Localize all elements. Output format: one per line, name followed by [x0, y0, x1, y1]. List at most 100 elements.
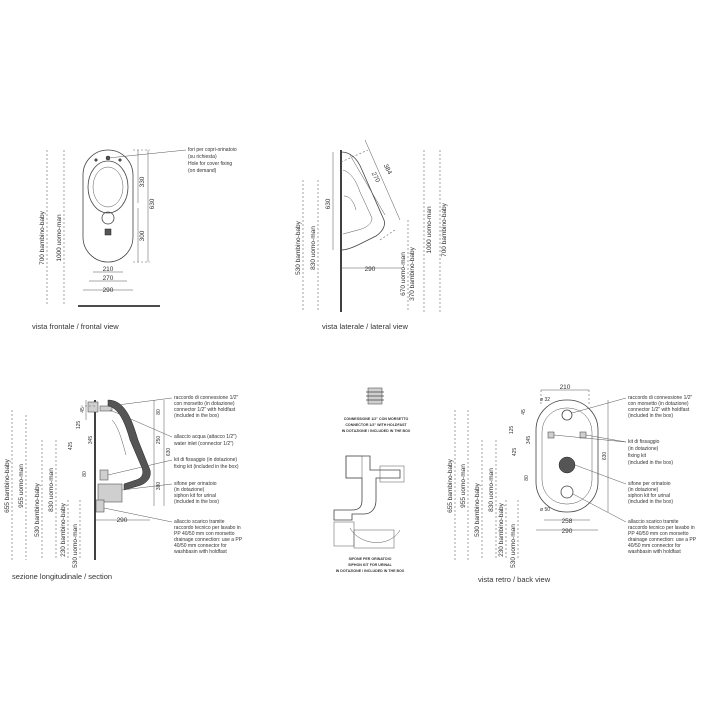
note-back-drain-5: 40/50 mm connector for: [628, 543, 681, 549]
dim-630: 630: [149, 198, 156, 209]
dim-230-baby-back: 230 bambino-baby: [498, 502, 505, 557]
drain-icon: [101, 211, 115, 225]
dim-290-side: 290: [365, 266, 376, 273]
note-back-fixing-4: (included in the box): [628, 460, 673, 466]
urinal-profile-side: [340, 151, 385, 251]
dim-380-section: 380: [156, 482, 162, 491]
note-back-fixing-2: (in dotazione): [628, 446, 659, 452]
connector-label-1: CONNESSIONE 1/2" CON MORSETTO: [344, 417, 409, 421]
dim-830-man-section: 830 uomo-man: [48, 468, 55, 512]
dim-425-back: 425: [512, 448, 518, 457]
note-back-drain-6: washbasin with holdfast: [628, 549, 681, 555]
note-back-fixing-3: fixing kit: [628, 453, 647, 459]
dim-530-baby-side: 530 bambino-baby: [295, 220, 302, 275]
siphon-label-2: SIPHON KIT FOR URINAL: [348, 563, 393, 567]
note-connector-2: con morsetto (in dotazione): [174, 401, 235, 407]
note-connector-4: (included in the box): [174, 413, 219, 419]
note-fixing-2: fixing kit (included in the box): [174, 464, 239, 470]
back-view: 210 ø 32 ø 50 258 290 630 45 125 345 425…: [447, 384, 697, 584]
dim-45-section: 45: [80, 407, 86, 413]
dim-50-back: ø 50: [540, 507, 550, 513]
dim-700-baby-side: 700 bambino-baby: [441, 202, 448, 257]
dim-125-back: 125: [509, 426, 515, 435]
fixing-kit-section: [99, 469, 109, 481]
note-connector-3: connector 1/2" with holdfast: [174, 407, 236, 413]
caption-frontal: vista frontale / frontal view: [32, 322, 119, 331]
dim-290-section: 290: [117, 517, 128, 524]
dim-384: 384: [382, 163, 393, 176]
fixing-point: [104, 228, 112, 236]
dim-345-back: 345: [526, 436, 532, 445]
dim-370-baby: 370 bambino-baby: [409, 246, 416, 301]
dim-210: 210: [103, 266, 114, 273]
fixing-left: [547, 431, 555, 439]
note-back-connector-1: raccordo di connessione 1/2": [628, 395, 693, 401]
note-back-drain-4: drainage connection: use a PP: [628, 537, 697, 543]
caption-section: sezione longitudinale / section: [12, 572, 112, 581]
dim-230-baby-section: 230 bambino-baby: [60, 502, 67, 557]
dim-80a-section: 80: [156, 409, 162, 415]
note-back-siphon-1: sifone per orinatoio: [628, 481, 671, 487]
dim-655-baby-section: 655 bambino-baby: [4, 458, 11, 513]
note-back-connector-2: con morsetto (in dotazione): [628, 401, 689, 407]
dim-125-section: 125: [76, 421, 82, 430]
note-back-drain-2: raccordo tecnico per lavabo in: [628, 525, 695, 531]
water-connector: [87, 401, 99, 413]
dim-345-section: 345: [88, 436, 94, 445]
dim-670-man: 670 uomo-man: [400, 252, 407, 296]
fixing-right: [579, 431, 587, 439]
siphon-section: [97, 483, 123, 503]
caption-back: vista retro / back view: [478, 575, 551, 584]
siphon-detail: [333, 455, 401, 521]
siphon-label-3: IN DOTAZIONE / INCLUDED IN THE BOX: [336, 569, 405, 573]
dim-80b-section: 80: [82, 471, 88, 477]
dim-210-back: 210: [560, 384, 571, 391]
section-view: 45 80 125 250 345 630 425 80 380 290 655…: [4, 395, 243, 581]
dim-1000-man-side: 1000 uomo-man: [426, 206, 433, 254]
dim-530-baby-section: 530 bambino-baby: [34, 482, 41, 537]
note-holes-1: fori per copri-orinatoio: [188, 147, 237, 153]
note-connector-1: raccordo di connessione 1/2": [174, 395, 239, 401]
note-siphon-2: (in dotazione): [174, 487, 205, 493]
urinal-section-wall: [107, 399, 151, 491]
drain-50-hole: [560, 485, 574, 499]
note-drain-4: drainage connection: use a PP: [174, 537, 243, 543]
urinal-body-back: [535, 399, 599, 513]
note-back-siphon-4: (included in the box): [628, 499, 673, 505]
note-back-connector-4: (included in the box): [628, 413, 673, 419]
dim-700-baby: 700 bambino-baby: [39, 210, 46, 265]
dim-530-man-section: 530 uomo-man: [72, 524, 79, 568]
dim-830-man-side: 830 uomo-man: [310, 226, 317, 270]
note-holes-3: Hole for cover fixing: [188, 161, 232, 167]
connector-label-3: IN DOTAZIONE / INCLUDED IN THE BOX: [342, 429, 411, 433]
note-fixing-1: kit di fissaggio (in dotazione): [174, 457, 237, 463]
dim-530-man-back: 530 uomo-man: [510, 524, 517, 568]
dim-270-side: 270: [370, 171, 381, 184]
note-drain-2: raccordo tecnico per lavabo in: [174, 525, 241, 531]
note-back-drain-3: PP 40/50 mm con morsetto: [628, 531, 689, 537]
siphon-label-1: SIFONE PER ORINATOIO: [349, 557, 392, 561]
note-holes-4: (on demand): [188, 168, 217, 174]
note-drain-5: 40/50 mm connector for: [174, 543, 227, 549]
dim-80-back: 80: [524, 475, 530, 481]
lateral-view: 384 270 630 290 530 bambino-baby 830 uom…: [295, 139, 448, 331]
dim-530-baby-back: 530 bambino-baby: [474, 482, 481, 537]
note-back-fixing-1: kit di fissaggio: [628, 439, 660, 445]
urinal-bowl-front: [87, 160, 129, 214]
urinal-body-front: [82, 149, 134, 263]
dim-630-section: 630: [166, 448, 172, 457]
dim-630-back: 630: [602, 452, 608, 461]
note-back-connector-3: connector 1/2" with holdfast: [628, 407, 690, 413]
note-back-siphon-2: (in dotazione): [628, 487, 659, 493]
note-inlet-1: allaccio acqua (attacco 1/2"): [174, 434, 237, 440]
components-detail: CONNESSIONE 1/2" CON MORSETTO CONNECTOR …: [333, 387, 411, 573]
dim-290-back: 290: [562, 528, 573, 535]
dim-32-back: ø 32: [540, 397, 550, 403]
dim-830-man-back: 830 uomo-man: [488, 468, 495, 512]
note-inlet-2: water inlet (connector 1/2"): [174, 441, 234, 447]
note-drain-3: PP 40/50 mm con morsetto: [174, 531, 235, 537]
siphon-back: [558, 456, 576, 474]
caption-lateral: vista laterale / lateral view: [322, 322, 408, 331]
dim-955-man-section: 955 uomo-man: [18, 464, 25, 508]
